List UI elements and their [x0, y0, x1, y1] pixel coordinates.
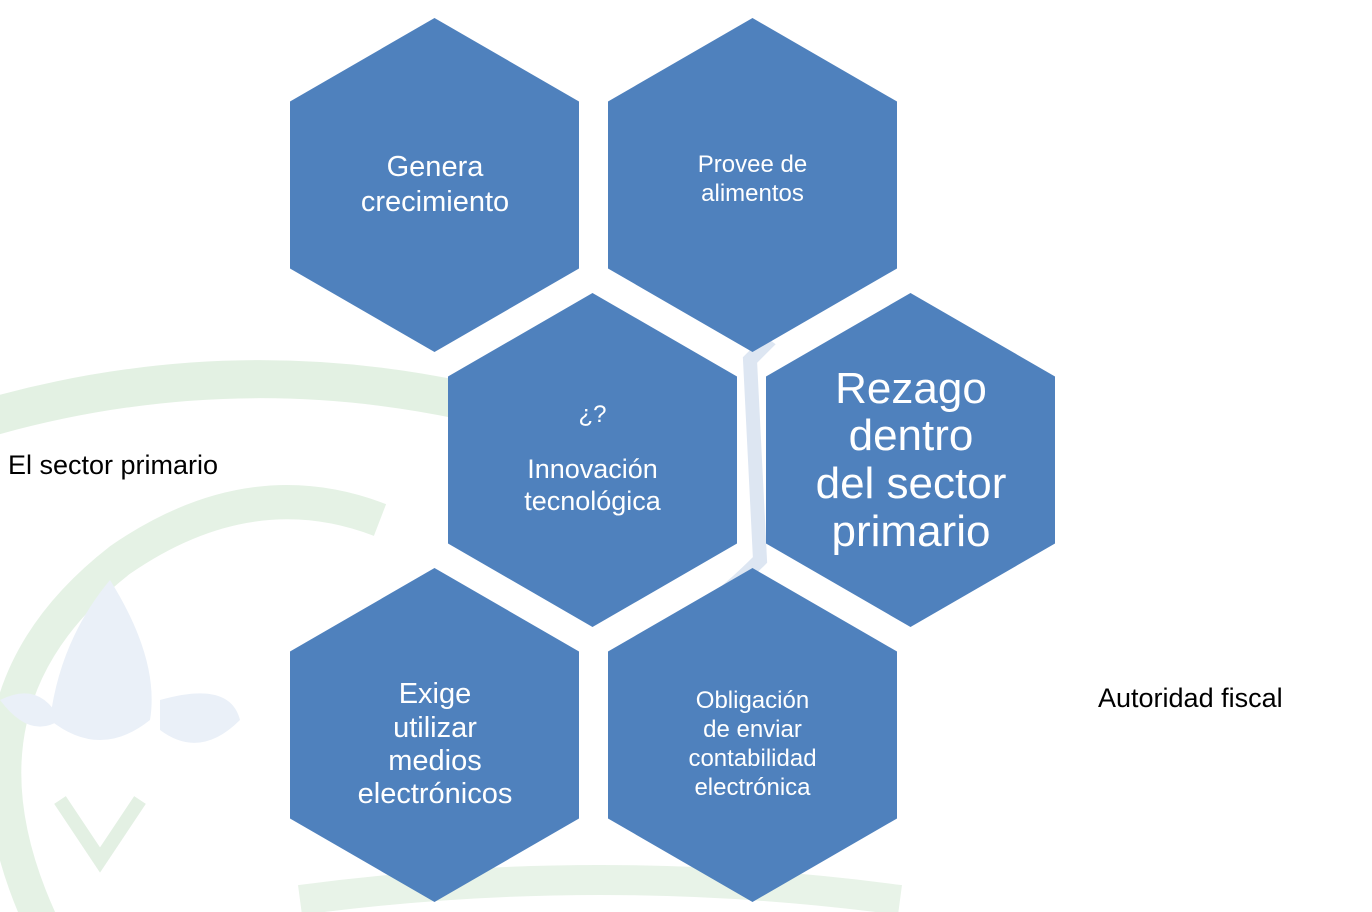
hexagon-text-question: ¿? — [578, 400, 607, 428]
watermark-green-ring — [0, 485, 387, 912]
watermark-green-arc — [0, 360, 464, 435]
watermark-fleur-icon — [0, 580, 240, 743]
hexagon-exige-medios — [290, 568, 579, 902]
watermark-v-icon — [54, 796, 146, 873]
hexagon-obligacion-contabilidad — [608, 568, 897, 902]
hexagon-genera-crecimiento — [290, 18, 579, 352]
watermark-bottom-arc — [298, 865, 902, 912]
hexagon-provee-alimentos — [608, 18, 897, 352]
label-sector-primario: El sector primario — [8, 450, 219, 480]
hexagon-text-innovacion: Innovación tecnológica — [524, 453, 661, 516]
hexagon-text-obligacion: Obligación de enviar contabilidad electr… — [688, 687, 817, 801]
hexagon-rezago — [766, 293, 1055, 627]
hexagon-text-provee-alimentos: Provee de alimentos — [697, 151, 808, 207]
hexagon-text-genera-crecimiento: Genera crecimiento — [360, 151, 510, 218]
hexagon-innovacion-tecnologica — [448, 293, 737, 627]
label-autoridad-fiscal: Autoridad fiscal — [1098, 683, 1283, 713]
hexagon-text-rezago: Rezago dentro del sector primario — [815, 363, 1007, 556]
hexagon-text-exige-medios: Exige utilizar medios electrónicos — [357, 678, 513, 811]
